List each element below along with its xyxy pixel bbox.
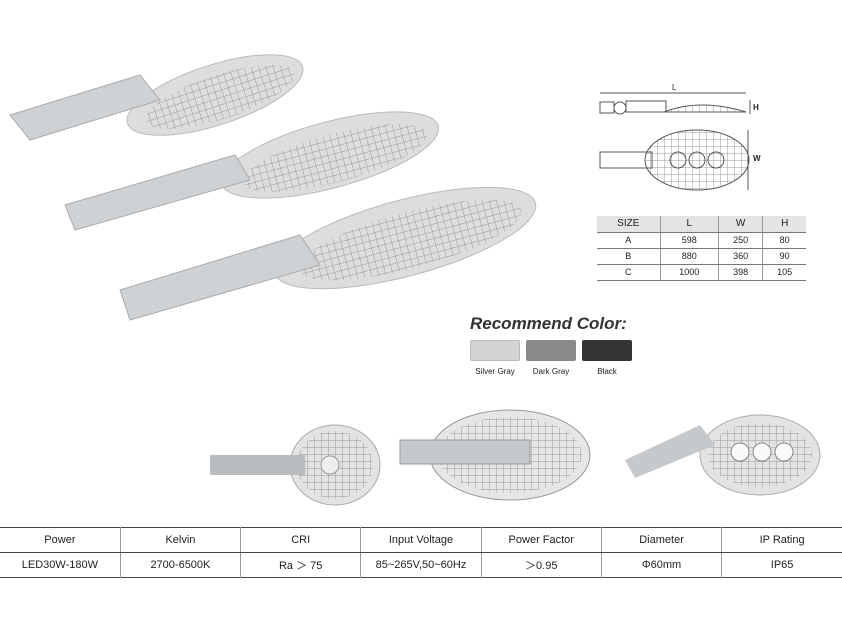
- swatch-label: Dark Gray: [532, 367, 570, 376]
- cell: 360: [718, 248, 764, 265]
- swatch-silver-gray: [470, 340, 520, 361]
- cell: 398: [718, 264, 764, 281]
- header-cell: IP Rating: [721, 527, 842, 553]
- street-light-medium: [64, 111, 440, 231]
- header-cell: Diameter: [601, 527, 723, 553]
- street-light-view-front: [210, 424, 381, 506]
- street-light-small: [9, 54, 304, 141]
- header-cell: Power Factor: [481, 527, 602, 553]
- cell: 1000: [660, 264, 719, 281]
- cell: 2700-6500K: [120, 552, 242, 578]
- dimension-drawing: [599, 92, 751, 191]
- street-light-view-back: [399, 409, 591, 501]
- cell: C: [597, 264, 661, 281]
- size-table-header: SIZE L W H: [597, 216, 806, 233]
- recommend-color-title: Recommend Color:: [470, 314, 627, 333]
- header-cell: Input Voltage: [360, 527, 482, 553]
- header-cell: W: [718, 216, 764, 233]
- cell: 90: [762, 248, 806, 265]
- cell: 105: [762, 264, 806, 281]
- cell: LED30W-180W: [0, 552, 121, 578]
- cell: ＞0.95: [481, 552, 602, 578]
- swatch-label: Silver Gray: [475, 367, 515, 376]
- cell: A: [597, 232, 661, 249]
- cell: 80: [762, 232, 806, 249]
- spec-table: Power Kelvin CRI Input Voltage Power Fac…: [0, 527, 842, 578]
- header-cell: Kelvin: [120, 527, 242, 553]
- cell: 598: [660, 232, 719, 249]
- cell: Ra ＞ 75: [240, 552, 362, 578]
- cell: 880: [660, 248, 719, 265]
- header-cell: Power: [0, 527, 121, 553]
- table-row: LED30W-180W 2700-6500K Ra ＞ 75 85~265V,5…: [0, 552, 842, 578]
- cell: IP65: [770, 559, 794, 571]
- cell: B: [597, 248, 661, 265]
- swatch-black: [582, 340, 632, 361]
- cell: 85~265V,50~60Hz: [360, 552, 482, 578]
- swatch-label: Black: [597, 367, 617, 376]
- header-cell: CRI: [240, 527, 362, 553]
- cell: Φ60mm: [601, 552, 723, 578]
- header-cell: H: [762, 216, 806, 233]
- street-light-view-angle: [625, 414, 821, 496]
- spec-table-header: Power Kelvin CRI Input Voltage Power Fac…: [0, 527, 842, 553]
- swatch-dark-gray: [526, 340, 576, 361]
- dimension-label-height: H: [753, 103, 759, 112]
- dimension-label-width: W: [753, 154, 761, 163]
- header-cell: SIZE: [597, 216, 661, 233]
- street-light-large: [119, 186, 537, 321]
- dimension-label-length: L: [672, 83, 677, 92]
- header-cell: L: [660, 216, 719, 233]
- cell: 250: [718, 232, 764, 249]
